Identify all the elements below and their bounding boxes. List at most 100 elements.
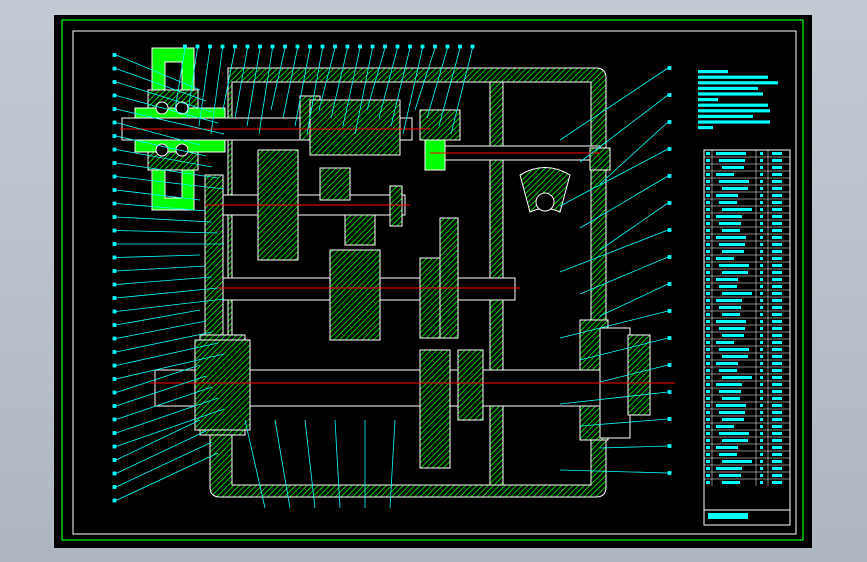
table-cell [760, 299, 763, 302]
table-cell [706, 243, 710, 246]
table-cell [760, 411, 763, 414]
leader-dot [667, 120, 672, 124]
table-cell [772, 243, 782, 246]
leader-line [599, 445, 669, 449]
table-cell [716, 257, 734, 260]
leader-dot [112, 93, 117, 98]
table-cell [772, 341, 782, 344]
leader-line [330, 47, 348, 119]
table-cell [706, 376, 710, 379]
table-cell [760, 397, 763, 400]
leader-line [304, 419, 316, 509]
leader-line [366, 47, 386, 111]
table-cell [772, 474, 782, 477]
table-cell [760, 341, 763, 344]
table-cell [760, 306, 763, 309]
table-cell [706, 222, 710, 225]
table-cell [706, 348, 710, 351]
table-cell [772, 439, 782, 442]
leader-dot [370, 44, 375, 49]
table-cell [706, 460, 710, 463]
table-cell [772, 327, 782, 330]
leader-dot [395, 44, 400, 49]
leader-dot [245, 44, 250, 49]
notes-line [698, 81, 778, 85]
table-cell [719, 369, 737, 372]
leader-line [115, 309, 201, 326]
table-cell [772, 425, 782, 428]
table-cell [706, 194, 710, 197]
leader-line [234, 47, 248, 119]
leader-line [579, 175, 669, 229]
leader-dot [112, 107, 117, 111]
table-cell [772, 411, 782, 414]
notes-line [698, 103, 768, 107]
leader-dot [112, 282, 117, 287]
table-cell [760, 320, 763, 323]
table-cell [722, 439, 748, 442]
table-cell [706, 180, 710, 183]
leader-line [599, 121, 669, 185]
table-cell [706, 292, 710, 295]
table-cell [772, 418, 782, 421]
table-cell [706, 187, 710, 190]
parts-list-table [703, 149, 791, 526]
table-cell [772, 362, 782, 365]
table-cell [772, 299, 782, 302]
table-cell [772, 383, 782, 386]
table-cell [760, 313, 763, 316]
centerlines [120, 128, 675, 384]
table-cell [772, 390, 782, 393]
table-cell [772, 236, 782, 239]
leader-line [579, 94, 669, 163]
table-cell [706, 327, 710, 330]
table-cell [772, 334, 782, 337]
leader-line [115, 95, 219, 124]
leader-dot [667, 282, 672, 286]
table-cell [706, 369, 710, 372]
leader-line [426, 47, 448, 119]
leader-dot [667, 417, 672, 421]
leader-dot [233, 44, 237, 49]
leader-dot [358, 44, 362, 49]
table-cell [706, 425, 710, 428]
table-cell [722, 355, 748, 358]
table-cell [706, 390, 710, 393]
leader-line [115, 419, 201, 461]
leader-dot [183, 44, 187, 49]
table-cell [706, 306, 710, 309]
table-cell [760, 222, 763, 225]
leader-line [294, 47, 311, 127]
table-cell [716, 467, 742, 470]
leader-dot [667, 363, 672, 367]
table-cell [719, 285, 737, 288]
table-cell [716, 425, 734, 428]
table-cell [760, 404, 763, 407]
leader-dot [112, 363, 117, 368]
leader-dot [667, 255, 672, 259]
leader-line [115, 386, 213, 420]
leader-dot [112, 120, 117, 125]
table-cell [706, 236, 710, 239]
leader-line [378, 47, 398, 119]
table-cell [706, 453, 710, 456]
table-cell [719, 432, 749, 435]
table-cell [772, 467, 782, 470]
table-cell [760, 194, 763, 197]
table-cell [716, 152, 746, 155]
leader-line [559, 148, 669, 207]
table-cell [716, 299, 742, 302]
table-cell [706, 271, 710, 274]
table-cell [719, 306, 741, 309]
leader-dot [320, 44, 325, 49]
table-cell [719, 390, 741, 393]
leader-line [115, 364, 201, 393]
table-cell [772, 397, 782, 400]
leader-dot [112, 201, 117, 206]
table-cell [719, 180, 749, 183]
leader-dot [667, 471, 672, 475]
table-cell [706, 313, 710, 316]
leader-line [174, 47, 186, 111]
table-cell [706, 411, 710, 414]
table-cell [772, 229, 782, 232]
